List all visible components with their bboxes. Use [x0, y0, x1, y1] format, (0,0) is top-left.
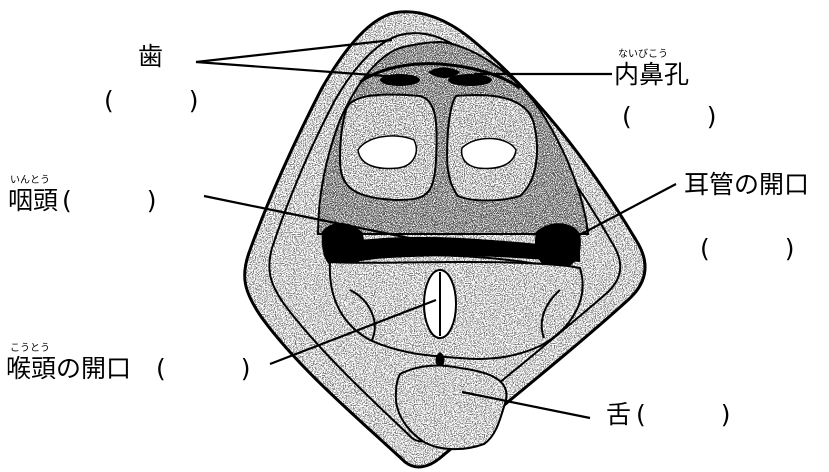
- pharynx-label: 咽頭: [8, 188, 58, 213]
- eustachian-blank[interactable]: ( ): [700, 236, 795, 261]
- laryngeal-label: 喉頭の開口: [6, 356, 131, 381]
- eustachian-label: 耳管の開口: [684, 172, 809, 197]
- pharynx-blank[interactable]: ( ): [62, 188, 157, 213]
- teeth-blank[interactable]: ( ): [104, 88, 199, 113]
- internal-nostril-ruby: ないびこう: [618, 50, 668, 60]
- laryngeal-opening: [424, 270, 456, 338]
- laryngeal-blank[interactable]: ( ): [156, 356, 251, 381]
- tongue-label: 舌: [606, 402, 631, 427]
- teeth-label: 歯: [138, 44, 163, 69]
- internal-nostril-label: 内鼻孔: [614, 62, 689, 87]
- pharynx-ruby: いんとう: [10, 176, 50, 186]
- tongue-blank[interactable]: ( ): [636, 402, 731, 427]
- laryngeal-ruby: こうとう: [10, 344, 50, 354]
- internal-nostril-blank[interactable]: ( ): [622, 104, 717, 129]
